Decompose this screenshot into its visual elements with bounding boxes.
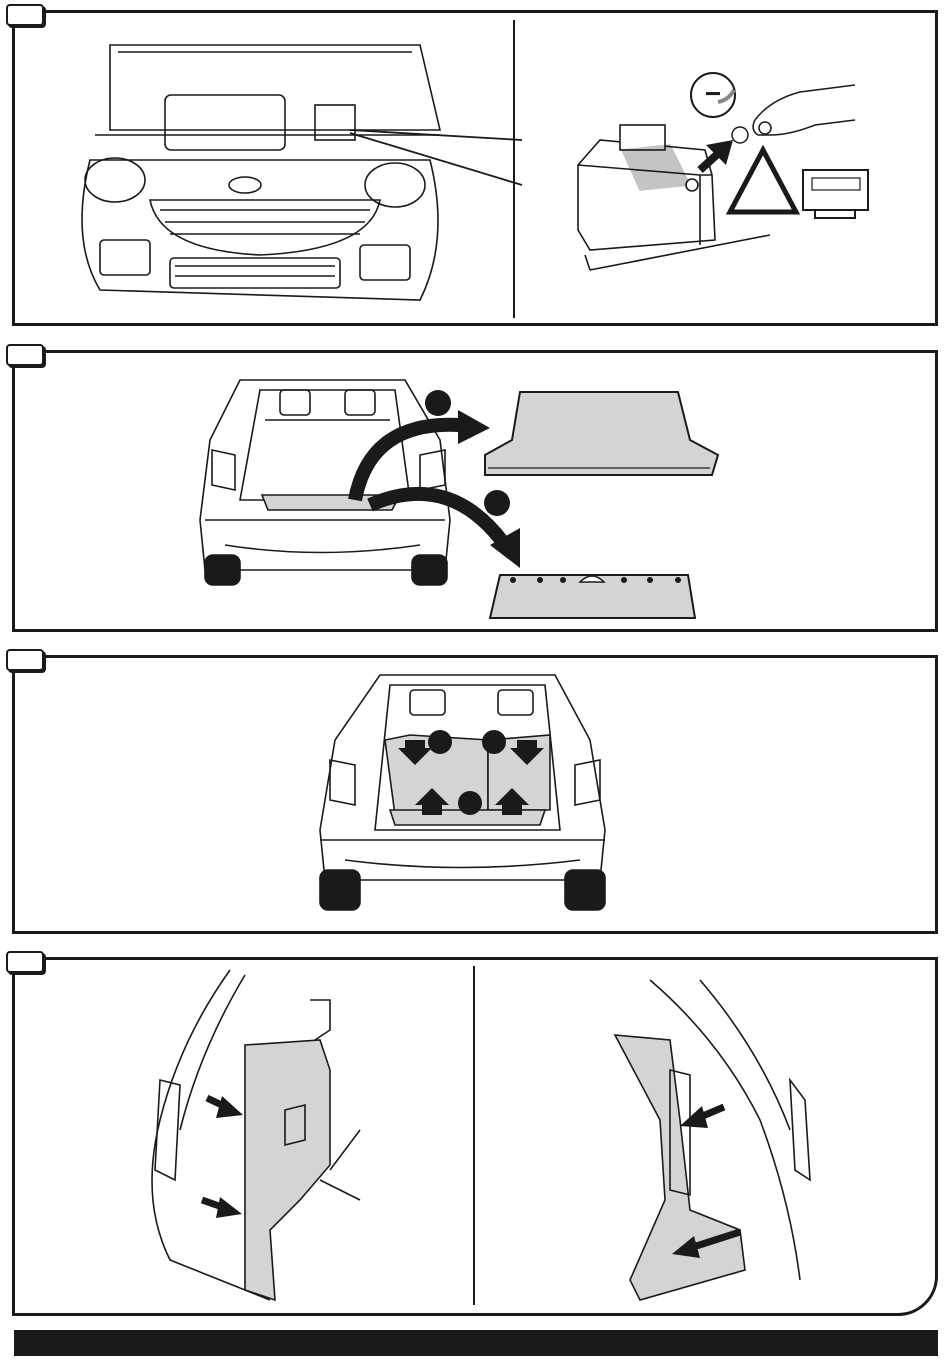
car-front-engine-bay-illustration — [82, 45, 440, 300]
leader-line — [350, 133, 522, 185]
hand-with-terminal-illustration — [732, 85, 855, 143]
step-3-number-tab — [6, 649, 44, 671]
footer-bar — [14, 1330, 938, 1356]
warning-triangle-icon — [730, 150, 796, 212]
step-2-number-tab — [6, 344, 44, 366]
step-2-panel — [12, 350, 938, 632]
negative-sign-text: − — [705, 78, 721, 109]
step-4-number-tab — [6, 951, 44, 973]
step-4-panel — [12, 957, 938, 1316]
step-3-panel — [12, 655, 938, 934]
radio-display-icon — [803, 170, 868, 218]
